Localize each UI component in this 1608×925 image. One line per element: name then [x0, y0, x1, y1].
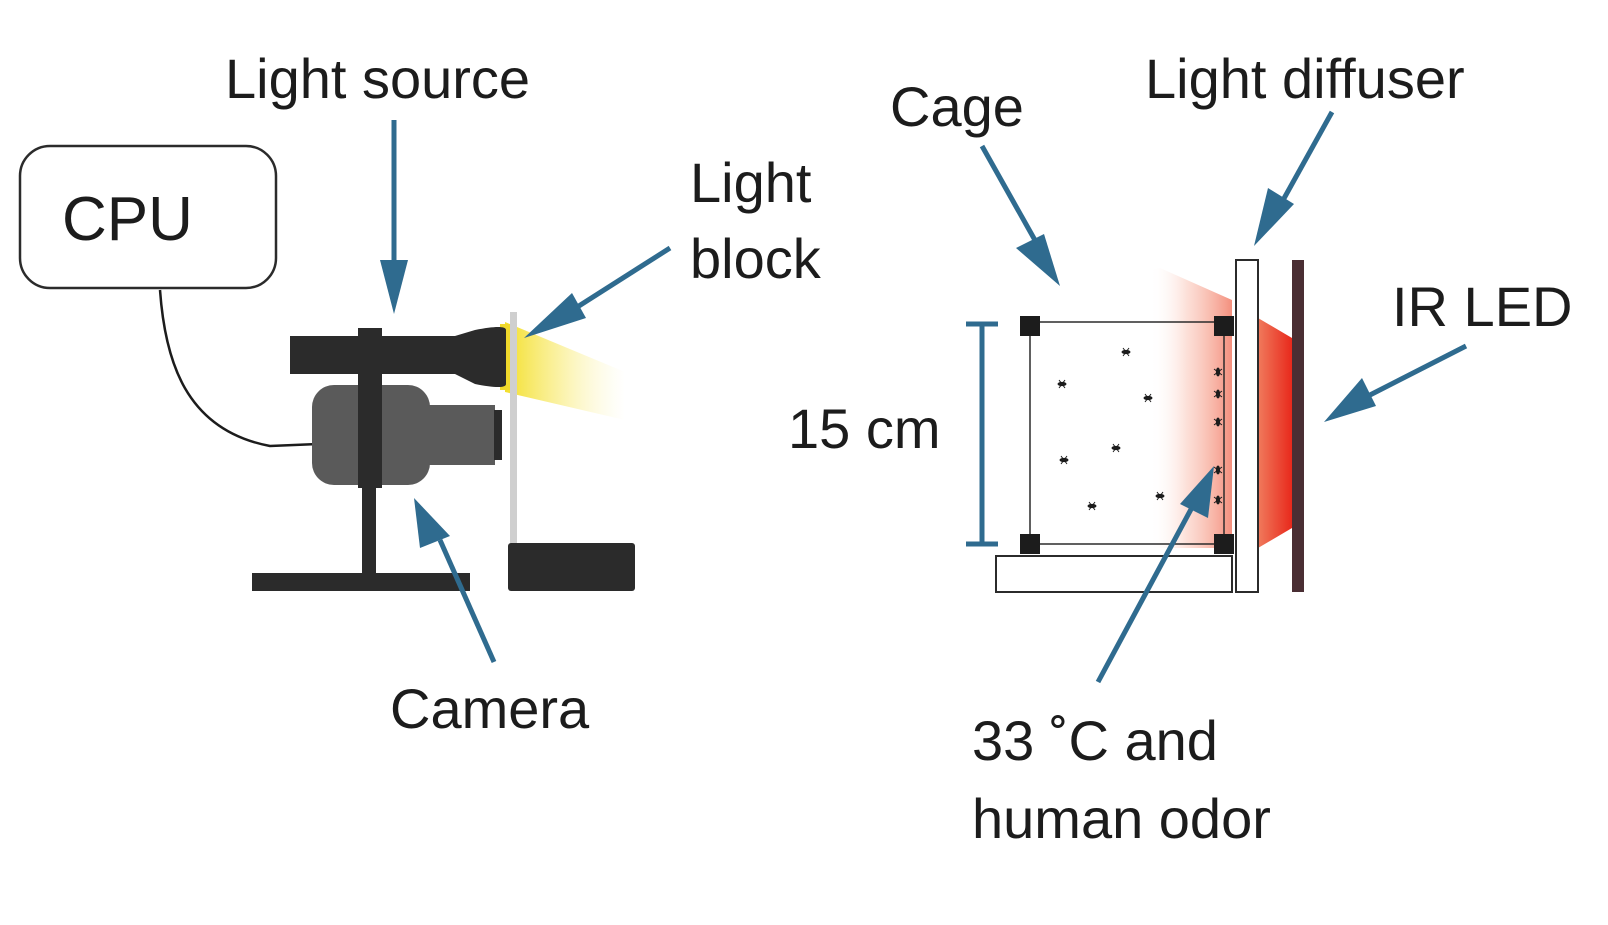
cage-arrow: [979, 144, 1039, 244]
light-block-base: [508, 543, 635, 591]
cage-corner-tl: [1020, 316, 1040, 336]
light-block-label-line1: Light: [690, 151, 812, 214]
mosquito: [1213, 495, 1223, 505]
stimulus-arrow: [1095, 498, 1199, 684]
cage-arrowhead: [1016, 234, 1060, 286]
camera: [312, 385, 502, 485]
cpu-cable: [158, 289, 319, 448]
cage-corner-br: [1214, 534, 1234, 554]
stimulus-arrowhead: [1180, 466, 1214, 518]
ir-led-arrowhead: [1324, 378, 1376, 422]
flashlight-head: [455, 327, 506, 387]
light-source-label: Light source: [225, 47, 530, 110]
light-block-post: [510, 312, 517, 544]
camera-arrow: [437, 538, 497, 664]
cage: [1020, 316, 1234, 554]
stand-pole: [362, 470, 376, 575]
cage-corner-tr: [1214, 316, 1234, 336]
stand-base: [252, 573, 470, 591]
mount-bracket: [358, 328, 382, 488]
mosquito: [1121, 347, 1131, 357]
light-diffuser-arrow: [1279, 110, 1335, 204]
camera-lens-cap: [494, 410, 502, 460]
ir-led-label: IR LED: [1392, 275, 1573, 338]
light-block-arrowhead: [524, 293, 586, 338]
light-diffuser-label: Light diffuser: [1145, 47, 1465, 110]
stimulus-label-line1: 33 ˚C and: [972, 709, 1218, 772]
mosquitoes: [1057, 347, 1223, 511]
cage-frame: [1029, 321, 1225, 545]
mosquito: [1213, 367, 1223, 377]
cpu-unit: CPU: [18, 144, 278, 290]
mosquito: [1057, 379, 1067, 389]
mosquito: [1143, 393, 1153, 403]
light-source-arrowhead: [380, 260, 408, 314]
light-beam: [505, 322, 625, 420]
scale-bar: [966, 321, 998, 547]
cage-corner-bl: [1020, 534, 1040, 554]
cpu-box: [18, 144, 278, 290]
mosquito: [1213, 465, 1223, 475]
mosquito: [1059, 455, 1069, 465]
camera-arrowhead: [414, 498, 450, 548]
stimulus-label-line2: human odor: [972, 787, 1271, 850]
mosquito: [1213, 417, 1223, 427]
mosquito: [1111, 443, 1121, 453]
mosquito: [1155, 491, 1165, 501]
light-diffuser-arrowhead: [1254, 188, 1294, 246]
mosquito: [1213, 389, 1223, 399]
cage-label: Cage: [890, 75, 1024, 138]
light-diffuser-panel: [1235, 259, 1259, 593]
cpu-label: CPU: [62, 185, 193, 254]
ir-led-arrow: [1366, 343, 1468, 399]
camera-label: Camera: [390, 677, 590, 740]
scale-label: 15 cm: [788, 397, 941, 460]
light-source: [290, 327, 506, 488]
ir-glow: [1258, 318, 1292, 548]
camera-lens: [425, 405, 495, 465]
mosquito: [1087, 501, 1097, 511]
ir-led-bar: [1292, 260, 1304, 592]
light-block-label-line2: block: [690, 227, 822, 290]
cage-platform: [995, 555, 1233, 593]
